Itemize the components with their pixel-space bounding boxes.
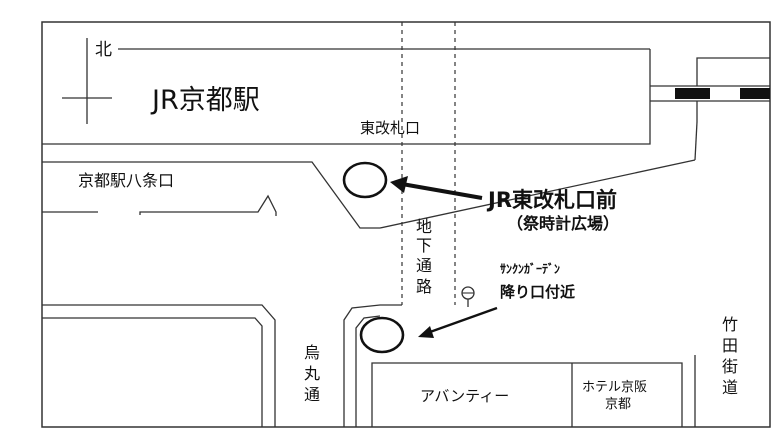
- railway-track: [650, 57, 770, 161]
- map-frame: [41, 21, 771, 428]
- svg-text:路: 路: [416, 277, 432, 296]
- meeting-point-marker-sunken-garden: [359, 316, 405, 354]
- hotel-keihan-label-line1: ホテル京阪: [582, 380, 647, 395]
- station-building: [42, 49, 651, 145]
- city-block-left: [42, 304, 276, 427]
- callout-main: JR東改札口前: [486, 188, 617, 212]
- svg-text:街: 街: [722, 357, 738, 376]
- svg-text:下: 下: [416, 236, 432, 255]
- callout-arrow-icon: [390, 176, 483, 200]
- north-arrow-icon: [62, 38, 112, 124]
- svg-text:道: 道: [722, 378, 738, 397]
- east-gate-label: 東改札口: [360, 119, 420, 137]
- svg-text:烏: 烏: [304, 343, 320, 362]
- hachijo-exit-label: 京都駅八条口: [78, 171, 174, 190]
- svg-text:通: 通: [416, 256, 432, 275]
- karasuma-street-label: 烏 丸 通: [304, 343, 320, 404]
- city-block-right: [343, 304, 696, 427]
- svg-text:田: 田: [722, 336, 738, 355]
- svg-text:丸: 丸: [304, 364, 320, 383]
- plaza-road-edges: [42, 159, 696, 229]
- sunken-garden-pin-icon: [461, 286, 475, 307]
- meeting-point-marker-east-gate: [342, 161, 388, 199]
- sunken-arrow-icon: [418, 306, 498, 338]
- svg-text:竹: 竹: [722, 315, 738, 334]
- underground-passage-outline: [401, 22, 456, 305]
- svg-text:地: 地: [416, 217, 432, 236]
- underground-passage-label: 地 下 通 路: [416, 217, 432, 296]
- sunken-garden-sub-label: 降り口付近: [500, 283, 575, 301]
- building-avanti-label: アバンティー: [420, 387, 509, 405]
- north-label: 北: [95, 40, 112, 60]
- takeda-street-label: 竹 田 街 道: [722, 315, 738, 397]
- callout-sub: （祭時計広場）: [507, 214, 619, 233]
- sunken-garden-label: ｻﾝｸﾝｶﾞｰﾃﾞﾝ: [500, 261, 560, 276]
- hotel-keihan-label-line2: 京都: [605, 397, 631, 412]
- station-name: JR京都駅: [150, 85, 260, 116]
- svg-text:通: 通: [304, 385, 320, 404]
